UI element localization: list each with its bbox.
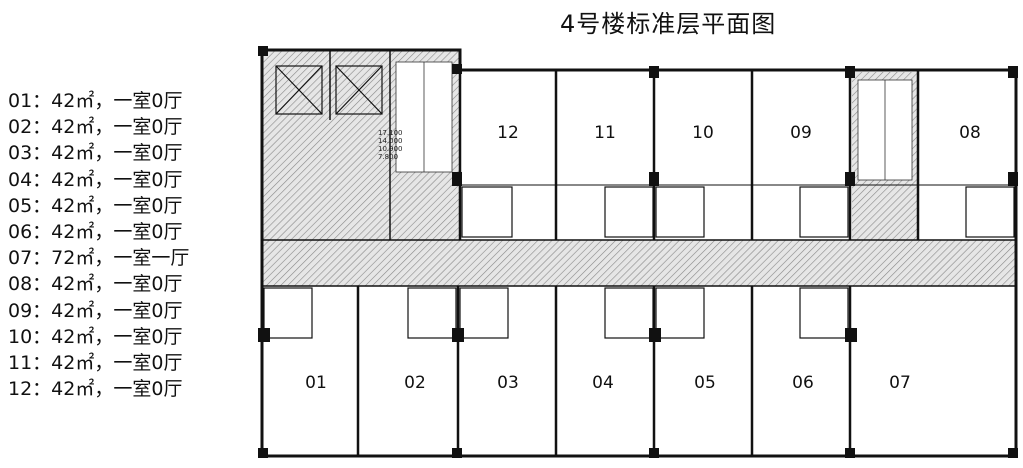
room-label: 07 <box>889 373 911 393</box>
legend-item: 03：42㎡，一室0厅 <box>8 142 183 165</box>
legend-item: 12：42㎡，一室0厅 <box>8 378 183 401</box>
elevation-text: 17.100 <box>378 129 403 137</box>
legend-item: 02：42㎡，一室0厅 <box>8 116 183 139</box>
room-label: 01 <box>305 373 327 393</box>
elevator-icon <box>275 65 383 115</box>
stair-icon <box>857 79 913 181</box>
columns <box>258 46 1018 458</box>
legend-item: 09：42㎡，一室0厅 <box>8 299 183 322</box>
legend-item: 08：42㎡，一室0厅 <box>8 273 183 296</box>
legend-item: 04：42㎡，一室0厅 <box>8 168 183 191</box>
plan-title: 4号楼标准层平面图 <box>560 10 777 38</box>
room-label: 08 <box>959 123 981 143</box>
room-label: 10 <box>692 123 714 143</box>
room-label: 03 <box>497 373 519 393</box>
elevation-text: 10.900 <box>378 145 403 153</box>
legend-item: 10：42㎡，一室0厅 <box>8 325 183 348</box>
room-label: 02 <box>404 373 426 393</box>
unit-legend: 01：42㎡，一室0厅 02：42㎡，一室0厅 03：42㎡，一室0厅 04：4… <box>8 88 189 402</box>
legend-item: 11：42㎡，一室0厅 <box>8 352 183 375</box>
room-label: 05 <box>694 373 716 393</box>
room-label: 09 <box>790 123 812 143</box>
stair-icon <box>395 61 453 173</box>
bathroom-fixtures <box>263 186 1015 339</box>
corridor <box>262 240 1016 286</box>
elevation-text: 14.000 <box>378 137 403 145</box>
legend-item: 01：42㎡，一室0厅 <box>8 90 183 112</box>
room-label: 11 <box>594 123 616 143</box>
elevation-text: 7.800 <box>378 153 398 161</box>
legend-item: 05：42㎡，一室0厅 <box>8 194 183 217</box>
room-label: 06 <box>792 373 814 393</box>
room-label: 12 <box>497 123 519 143</box>
room-label: 04 <box>592 373 614 393</box>
legend-item: 07：72㎡，一室一厅 <box>8 247 190 270</box>
legend-item: 06：42㎡，一室0厅 <box>8 221 183 244</box>
